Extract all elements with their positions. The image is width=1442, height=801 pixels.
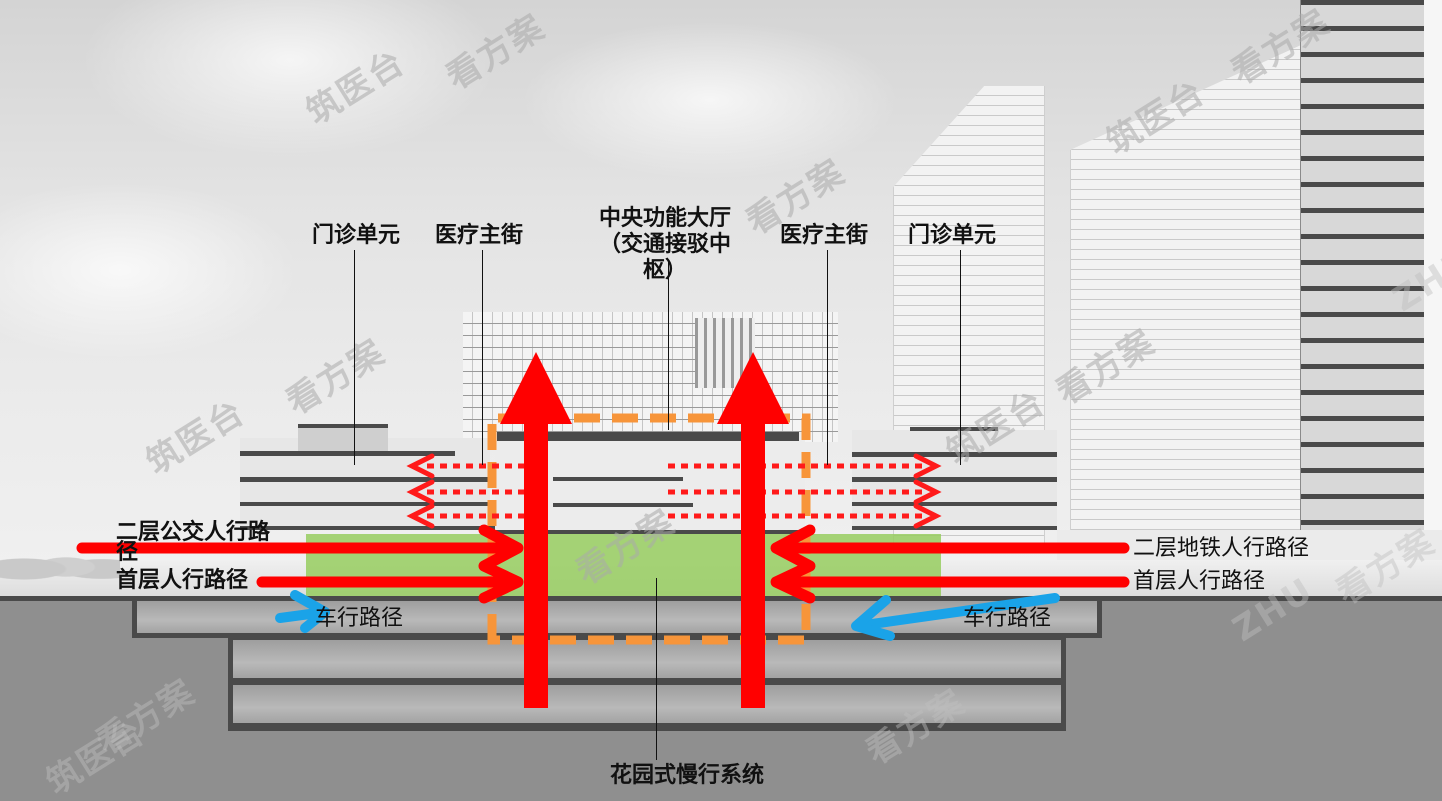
dotted-pedestrian-left [425,463,525,519]
label-medical-street-right: 医疗主街 [780,223,869,248]
label-central-hall: 中央功能大厅 （交通接驳中 枢） [580,206,750,284]
vehicle-arrow-right [851,593,1060,641]
label-metro-pedestrian-2f: 二层地铁人行路径 [1133,536,1310,561]
label-central-hall-line3: 枢） [642,258,687,283]
label-vehicle-left: 车行路径 [315,606,404,631]
basement-b2 [228,640,1066,678]
leader-street-right [827,250,828,465]
label-medical-street-left: 医疗主街 [435,223,524,248]
vehicle-arrow-left [275,590,330,633]
leader-street-left [482,250,483,465]
leader-garden [656,578,657,760]
hub-boundary-box [487,413,811,645]
cloud [520,20,900,180]
label-ground-pedestrian-right: 首层人行路径 [1133,569,1266,594]
label-central-hall-line2: （交通接驳中 [598,232,731,257]
dotted-arrowheads-left [406,453,435,529]
dotted-pedestrian-right [668,463,925,519]
label-central-hall-line1: 中央功能大厅 [598,206,731,231]
leader-central-hall [668,260,669,430]
label-bus-pedestrian-2f-line2: 径 [116,540,139,565]
label-garden-slow-system: 花园式慢行系统 [610,763,765,788]
label-vehicle-right: 车行路径 [963,606,1052,631]
dotted-arrowheads-right [913,453,942,529]
cloud [80,0,500,160]
slab-tower-right [1300,0,1426,600]
pedestrian-paths-left [76,524,524,604]
pedestrian-paths-right [770,524,1130,604]
cloud [0,180,300,360]
vertical-circulation-arrows [500,352,789,708]
leader-outpatient-left [354,250,355,465]
edge-strip [1424,0,1442,600]
roof-box-left [298,426,388,454]
basement-b3 [228,685,1066,723]
label-outpatient-unit-left: 门诊单元 [312,223,401,248]
leader-outpatient-right [960,250,961,465]
label-bus-pedestrian-2f-line1: 二层公交人行路 [116,520,271,545]
label-bus-pedestrian-2f: 二层公交人行路 径 [116,520,270,566]
label-ground-pedestrian-left: 首层人行路径 [116,568,249,593]
background-tower-right [1070,40,1312,540]
label-outpatient-unit-right: 门诊单元 [908,223,997,248]
